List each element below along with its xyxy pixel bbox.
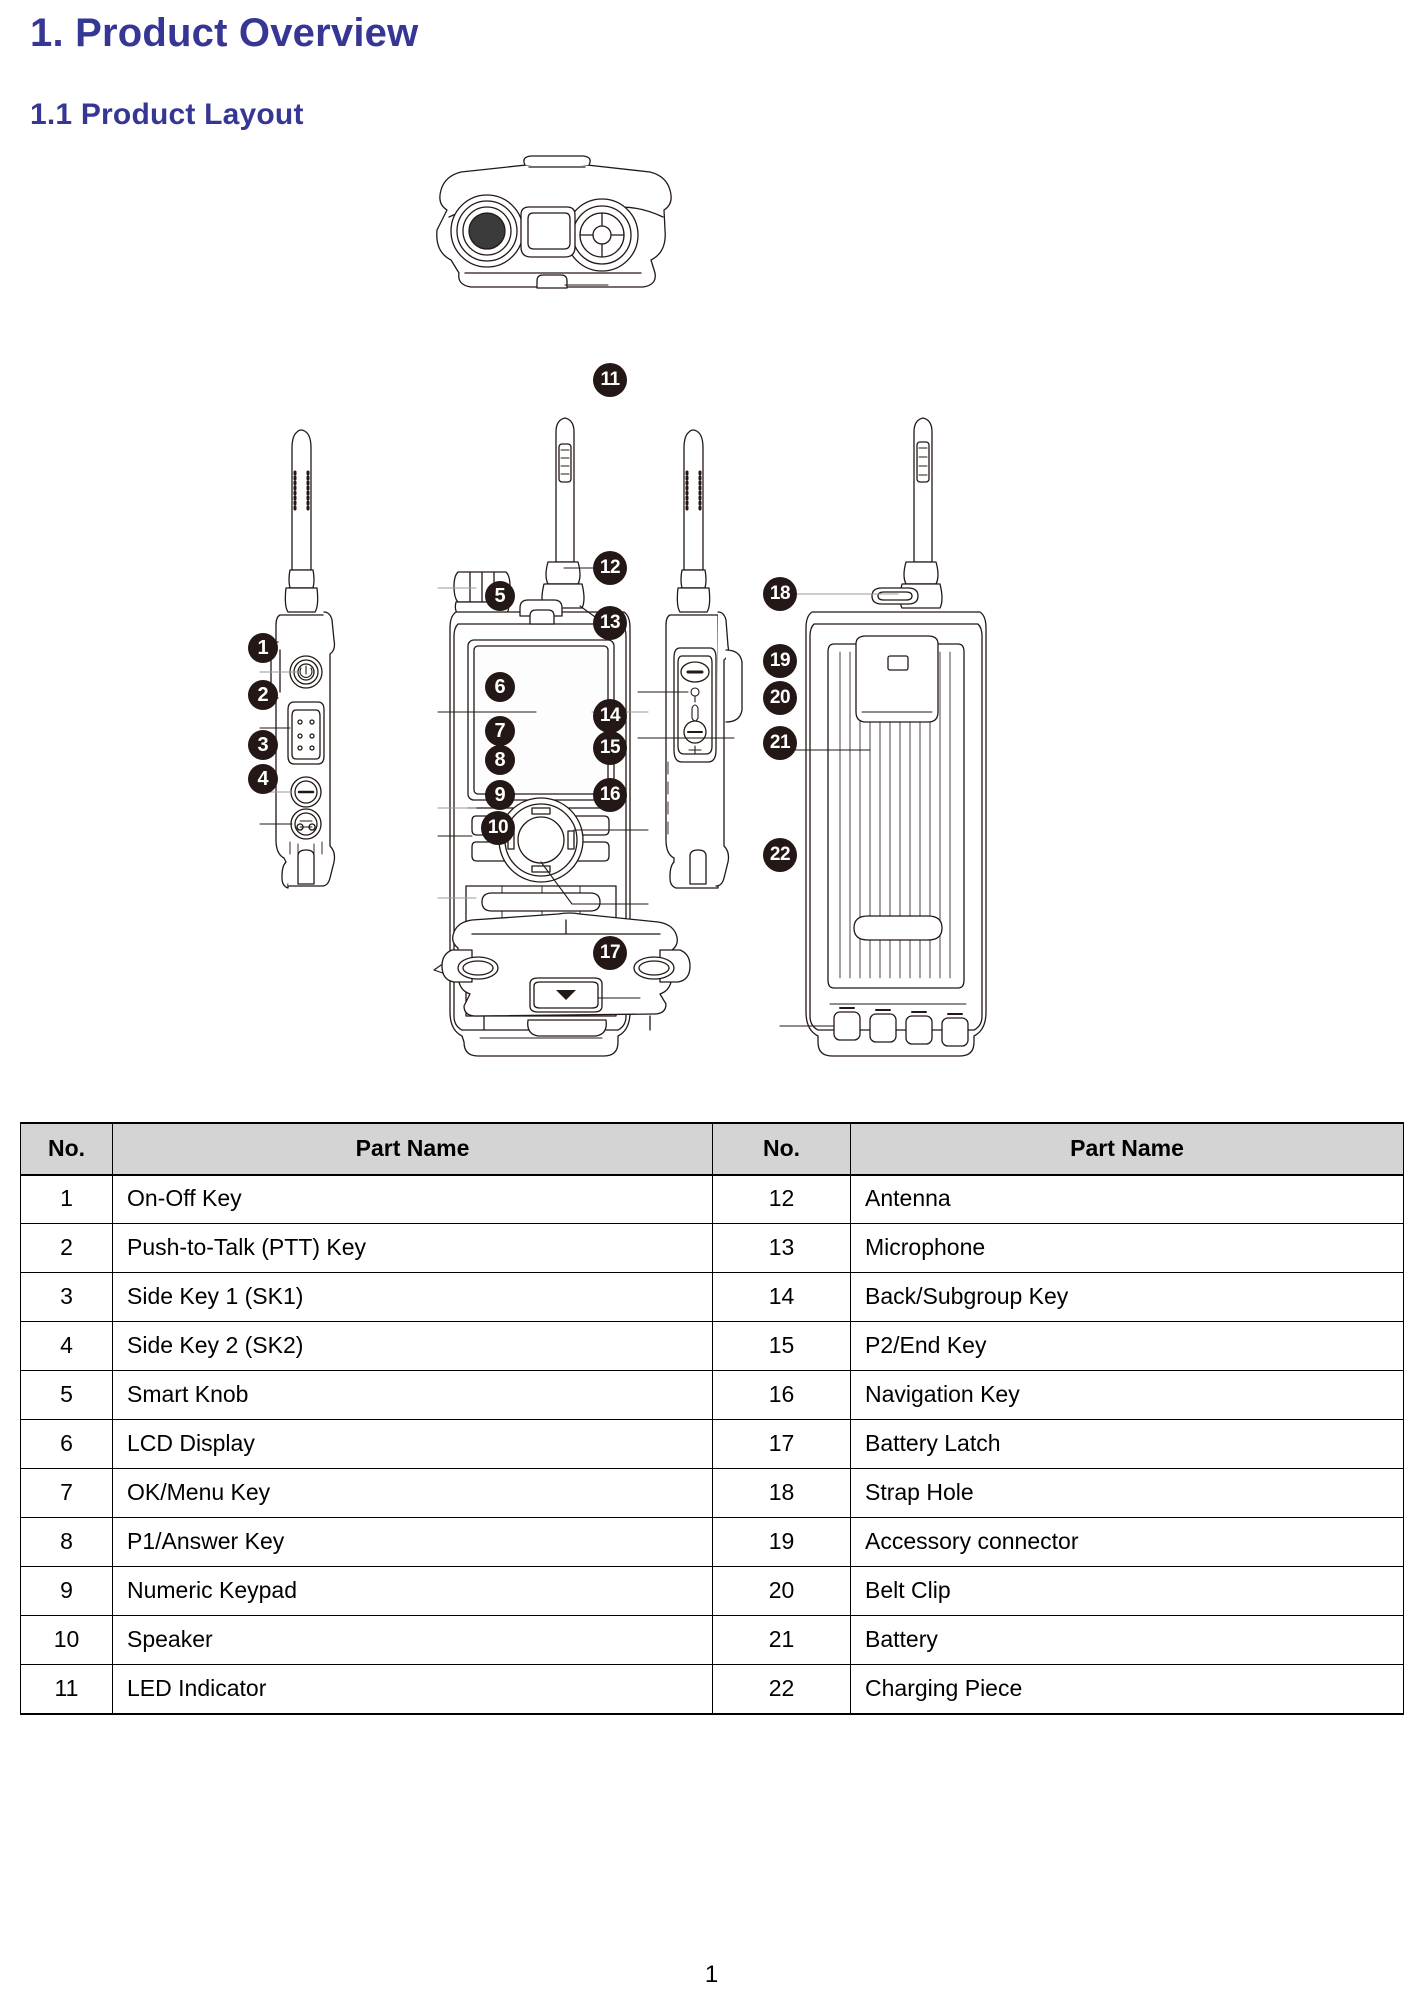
cell-no-left: 8 (20, 1517, 113, 1567)
callout-badge-5: 5 (485, 580, 515, 611)
table-row: 8 P1/Answer Key 19 Accessory connector (20, 1517, 1404, 1567)
page-title: 1. Product Overview (30, 11, 419, 55)
callout-badge-10: 10 (481, 810, 515, 845)
cell-part-right: Antenna (850, 1174, 1404, 1224)
cell-no-right: 14 (712, 1272, 851, 1322)
callout-badge-22: 22 (763, 837, 797, 872)
table-row: 10 Speaker 21 Battery (20, 1615, 1404, 1665)
cell-no-left: 9 (20, 1566, 113, 1616)
cell-no-left: 6 (20, 1419, 113, 1469)
cell-no-left: 4 (20, 1321, 113, 1371)
callout-badge-2: 2 (248, 679, 278, 710)
header-no-right: No. (712, 1121, 851, 1176)
product-layout-figure: 1 2 3 4 5 6 7 8 9 10 11 12 13 14 15 16 1… (20, 150, 1403, 1100)
cell-no-left: 3 (20, 1272, 113, 1322)
cell-part-right: Back/Subgroup Key (850, 1272, 1404, 1322)
callout-badge-18: 18 (763, 576, 797, 611)
table-row: 4 Side Key 2 (SK2) 15 P2/End Key (20, 1321, 1404, 1371)
table-row: 1 On-Off Key 12 Antenna (20, 1174, 1404, 1224)
callout-badge-9: 9 (485, 779, 515, 810)
callout-badge-11: 11 (593, 362, 627, 397)
cell-no-left: 5 (20, 1370, 113, 1420)
table-row: 6 LCD Display 17 Battery Latch (20, 1419, 1404, 1469)
cell-part-right: Accessory connector (850, 1517, 1404, 1567)
table-row: 9 Numeric Keypad 20 Belt Clip (20, 1566, 1404, 1616)
callout-badge-12: 12 (593, 550, 627, 585)
cell-part-left: LED Indicator (112, 1664, 713, 1715)
table-row: 5 Smart Knob 16 Navigation Key (20, 1370, 1404, 1420)
cell-part-right: Strap Hole (850, 1468, 1404, 1518)
cell-no-right: 16 (712, 1370, 851, 1420)
cell-part-right: Belt Clip (850, 1566, 1404, 1616)
table-row: 7 OK/Menu Key 18 Strap Hole (20, 1468, 1404, 1518)
cell-part-left: Side Key 1 (SK1) (112, 1272, 713, 1322)
callout-badge-17: 17 (593, 935, 627, 970)
cell-part-left: LCD Display (112, 1419, 713, 1469)
callout-badge-21: 21 (763, 725, 797, 760)
cell-no-right: 22 (712, 1664, 851, 1715)
section-title: 1.1 Product Layout (30, 98, 304, 131)
cell-part-left: Side Key 2 (SK2) (112, 1321, 713, 1371)
cell-part-right: Battery (850, 1615, 1404, 1665)
cell-part-left: Numeric Keypad (112, 1566, 713, 1616)
parts-table: No. Part Name No. Part Name 1 On-Off Key… (20, 1121, 1404, 1715)
callout-badge-1: 1 (248, 632, 278, 663)
cell-no-left: 10 (20, 1615, 113, 1665)
callout-badge-3: 3 (248, 729, 278, 760)
callout-badge-6: 6 (485, 671, 515, 702)
cell-part-right: Microphone (850, 1223, 1404, 1273)
parts-table-body: 1 On-Off Key 12 Antenna 2 Push-to-Talk (… (20, 1174, 1404, 1715)
callout-badge-8: 8 (485, 744, 515, 775)
header-part-right: Part Name (850, 1121, 1404, 1176)
cell-no-right: 13 (712, 1223, 851, 1273)
cell-part-right: P2/End Key (850, 1321, 1404, 1371)
callout-badge-14: 14 (593, 698, 627, 733)
page-number: 1 (704, 1961, 719, 1988)
cell-no-left: 7 (20, 1468, 113, 1518)
callout-badge-20: 20 (763, 680, 797, 715)
table-row: 2 Push-to-Talk (PTT) Key 13 Microphone (20, 1223, 1404, 1273)
callout-badge-7: 7 (485, 715, 515, 746)
cell-no-right: 21 (712, 1615, 851, 1665)
cell-no-right: 20 (712, 1566, 851, 1616)
cell-part-left: On-Off Key (112, 1174, 713, 1224)
header-no-left: No. (20, 1121, 113, 1176)
radio-views-drawing (259, 154, 987, 1057)
cell-no-right: 18 (712, 1468, 851, 1518)
cell-no-right: 15 (712, 1321, 851, 1371)
cell-part-right: Charging Piece (850, 1664, 1404, 1715)
cell-part-right: Battery Latch (850, 1419, 1404, 1469)
table-row: 11 LED Indicator 22 Charging Piece (20, 1664, 1404, 1715)
cell-part-right: Navigation Key (850, 1370, 1404, 1420)
cell-no-right: 19 (712, 1517, 851, 1567)
cell-part-left: OK/Menu Key (112, 1468, 713, 1518)
cell-no-left: 11 (20, 1664, 113, 1715)
callout-badge-19: 19 (763, 643, 797, 678)
cell-part-left: Smart Knob (112, 1370, 713, 1420)
callout-badge-16: 16 (593, 777, 627, 812)
table-header-row: No. Part Name No. Part Name (20, 1121, 1404, 1176)
header-part-left: Part Name (112, 1121, 713, 1176)
callout-badge-4: 4 (248, 763, 278, 794)
cell-part-left: Push-to-Talk (PTT) Key (112, 1223, 713, 1273)
cell-no-left: 2 (20, 1223, 113, 1273)
callout-badge-15: 15 (593, 730, 627, 765)
cell-no-right: 17 (712, 1419, 851, 1469)
callout-badge-13: 13 (593, 605, 627, 640)
cell-no-left: 1 (20, 1174, 113, 1224)
cell-no-right: 12 (712, 1174, 851, 1224)
table-row: 3 Side Key 1 (SK1) 14 Back/Subgroup Key (20, 1272, 1404, 1322)
cell-part-left: P1/Answer Key (112, 1517, 713, 1567)
cell-part-left: Speaker (112, 1615, 713, 1665)
